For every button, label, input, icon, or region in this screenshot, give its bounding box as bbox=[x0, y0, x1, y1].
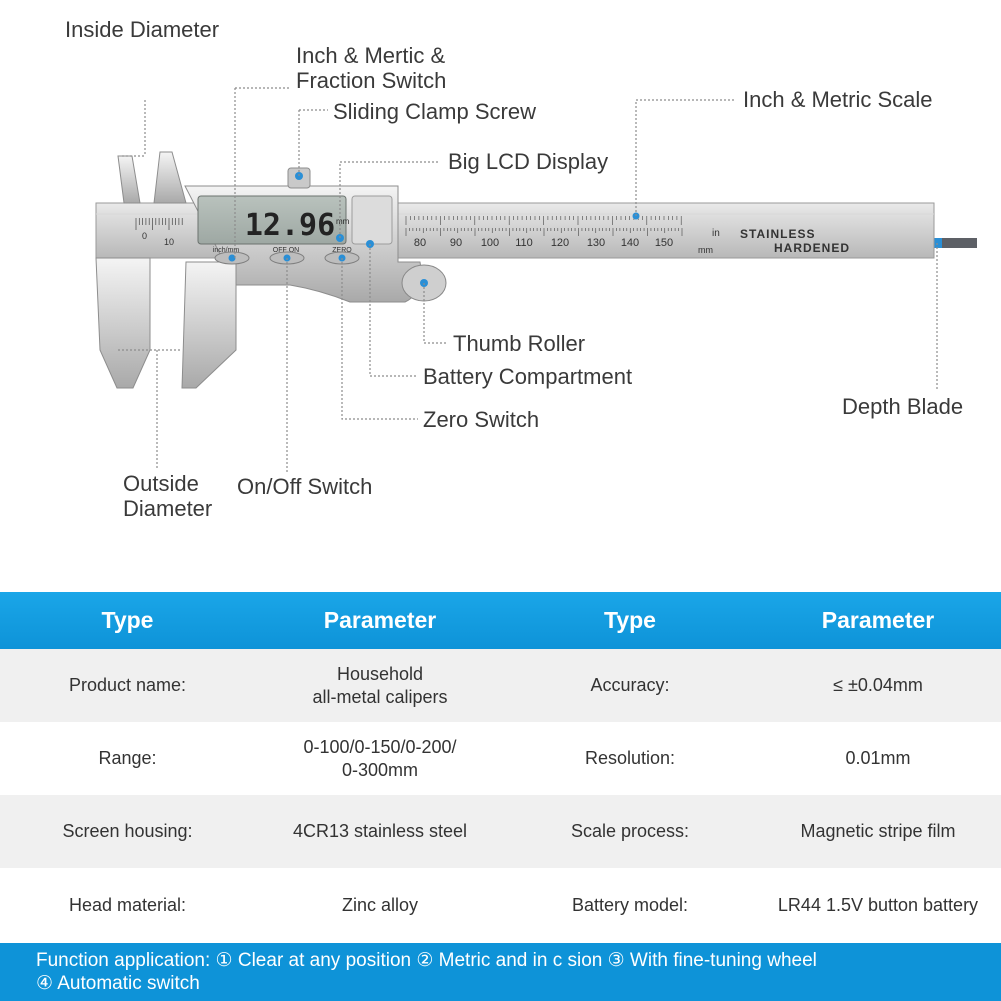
callout-outside-diameter-line2: Diameter bbox=[123, 496, 213, 521]
function-footer: Function application: ① Clear at any pos… bbox=[0, 943, 1001, 1001]
row-param: 0-100/0-150/0-200/0-300mm bbox=[255, 722, 505, 795]
unit-mm-label: mm bbox=[698, 245, 713, 255]
param-line: all-metal calipers bbox=[312, 686, 448, 707]
footer-line-2: ④ Automatic switch bbox=[36, 973, 200, 994]
lcd-reading: 12.96 bbox=[245, 208, 335, 243]
metric-label-140: 140 bbox=[621, 237, 639, 249]
row-param: Zinc alloy bbox=[341, 895, 419, 915]
header-type-2: Type bbox=[604, 607, 656, 633]
metric-label-120: 120 bbox=[551, 237, 569, 249]
row-param: LR44 1.5V button battery bbox=[777, 895, 979, 915]
header-parameter-2: Parameter bbox=[821, 607, 935, 633]
metric-label-90: 90 bbox=[450, 237, 462, 249]
caliper-diagram: 12.96 mm inch/mm OFF ON ZERO 0 10 80 90 … bbox=[65, 17, 977, 521]
callout-battery-compartment: Battery Compartment bbox=[423, 364, 633, 389]
depth-blade bbox=[925, 238, 977, 248]
slider-outside-jaw bbox=[181, 261, 237, 389]
row-type: Battery model: bbox=[571, 895, 689, 915]
fixed-outside-jaw bbox=[95, 257, 151, 389]
param-line: 0-100/0-150/0-200/ bbox=[303, 736, 457, 757]
slider-inside-jaw bbox=[153, 151, 187, 204]
table-row: Screen housing: 4CR13 stainless steel Sc… bbox=[0, 795, 1001, 868]
row-type: Product name: bbox=[68, 675, 187, 695]
row-type: Scale process: bbox=[570, 821, 690, 841]
metric-label-130: 130 bbox=[587, 237, 605, 249]
btn-label-off-on: OFF ON bbox=[273, 247, 299, 254]
callout-unit-switch-line2: Fraction Switch bbox=[296, 68, 447, 93]
jaw-scale-label-0: 0 bbox=[142, 231, 147, 241]
callout-zero-switch: Zero Switch bbox=[423, 407, 540, 432]
param-line: 0-300mm bbox=[341, 759, 419, 780]
row-type: Resolution: bbox=[584, 748, 676, 768]
callout-lcd-display: Big LCD Display bbox=[448, 149, 609, 174]
callout-inside-diameter: Inside Diameter bbox=[65, 17, 220, 42]
table-row: Range: 0-100/0-150/0-200/0-300mm Resolut… bbox=[0, 722, 1001, 795]
callout-thumb-roller: Thumb Roller bbox=[453, 331, 586, 356]
header-parameter-1: Parameter bbox=[323, 607, 437, 633]
beam-scale-ticks bbox=[135, 216, 683, 236]
row-type: Accuracy: bbox=[590, 675, 670, 695]
spec-table: Type Parameter Type Parameter Product na… bbox=[0, 592, 1001, 943]
row-param: 0.01mm bbox=[845, 748, 911, 768]
caliper-illustration: 12.96 mm inch/mm OFF ON ZERO 0 10 80 90 … bbox=[95, 87, 977, 472]
table-row: Head material: Zinc alloy Battery model:… bbox=[0, 868, 1001, 943]
btn-label-inch-mm: inch/mm bbox=[213, 247, 240, 254]
metric-label-80: 80 bbox=[414, 237, 426, 249]
row-param: Magnetic stripe film bbox=[800, 821, 956, 841]
metric-label-100: 100 bbox=[481, 237, 499, 249]
row-param: ≤ ±0.04mm bbox=[833, 675, 923, 695]
jaw-scale-label-10: 10 bbox=[164, 237, 174, 247]
unit-in-label: in bbox=[712, 228, 720, 239]
row-type: Screen housing: bbox=[62, 821, 193, 841]
row-type: Head material: bbox=[68, 895, 187, 915]
fixed-inside-jaw bbox=[117, 155, 141, 204]
table-header: Type Parameter Type Parameter bbox=[0, 592, 1001, 649]
callout-clamp-screw: Sliding Clamp Screw bbox=[333, 99, 536, 124]
beam-text-stainless: STAINLESS bbox=[740, 227, 815, 241]
callout-unit-switch-line1: Inch & Mertic & bbox=[296, 43, 446, 68]
beam-text-hardened: HARDENED bbox=[774, 241, 850, 255]
callout-depth-blade: Depth Blade bbox=[842, 394, 964, 419]
lcd-unit: mm bbox=[336, 217, 350, 226]
metric-label-110: 110 bbox=[515, 237, 533, 249]
header-type-1: Type bbox=[101, 607, 154, 633]
footer-line-1: Function application: ① Clear at any pos… bbox=[36, 950, 817, 971]
leader-lines bbox=[118, 87, 938, 472]
callout-outside-diameter-line1: Outside bbox=[123, 471, 199, 496]
btn-label-zero: ZERO bbox=[332, 247, 352, 254]
callout-onoff-switch: On/Off Switch bbox=[237, 474, 373, 499]
row-param: 4CR13 stainless steel bbox=[292, 821, 468, 841]
param-line: Household bbox=[336, 663, 424, 684]
row-type: Range: bbox=[98, 748, 157, 768]
metric-label-150: 150 bbox=[655, 237, 673, 249]
callout-scale: Inch & Metric Scale bbox=[743, 87, 933, 112]
